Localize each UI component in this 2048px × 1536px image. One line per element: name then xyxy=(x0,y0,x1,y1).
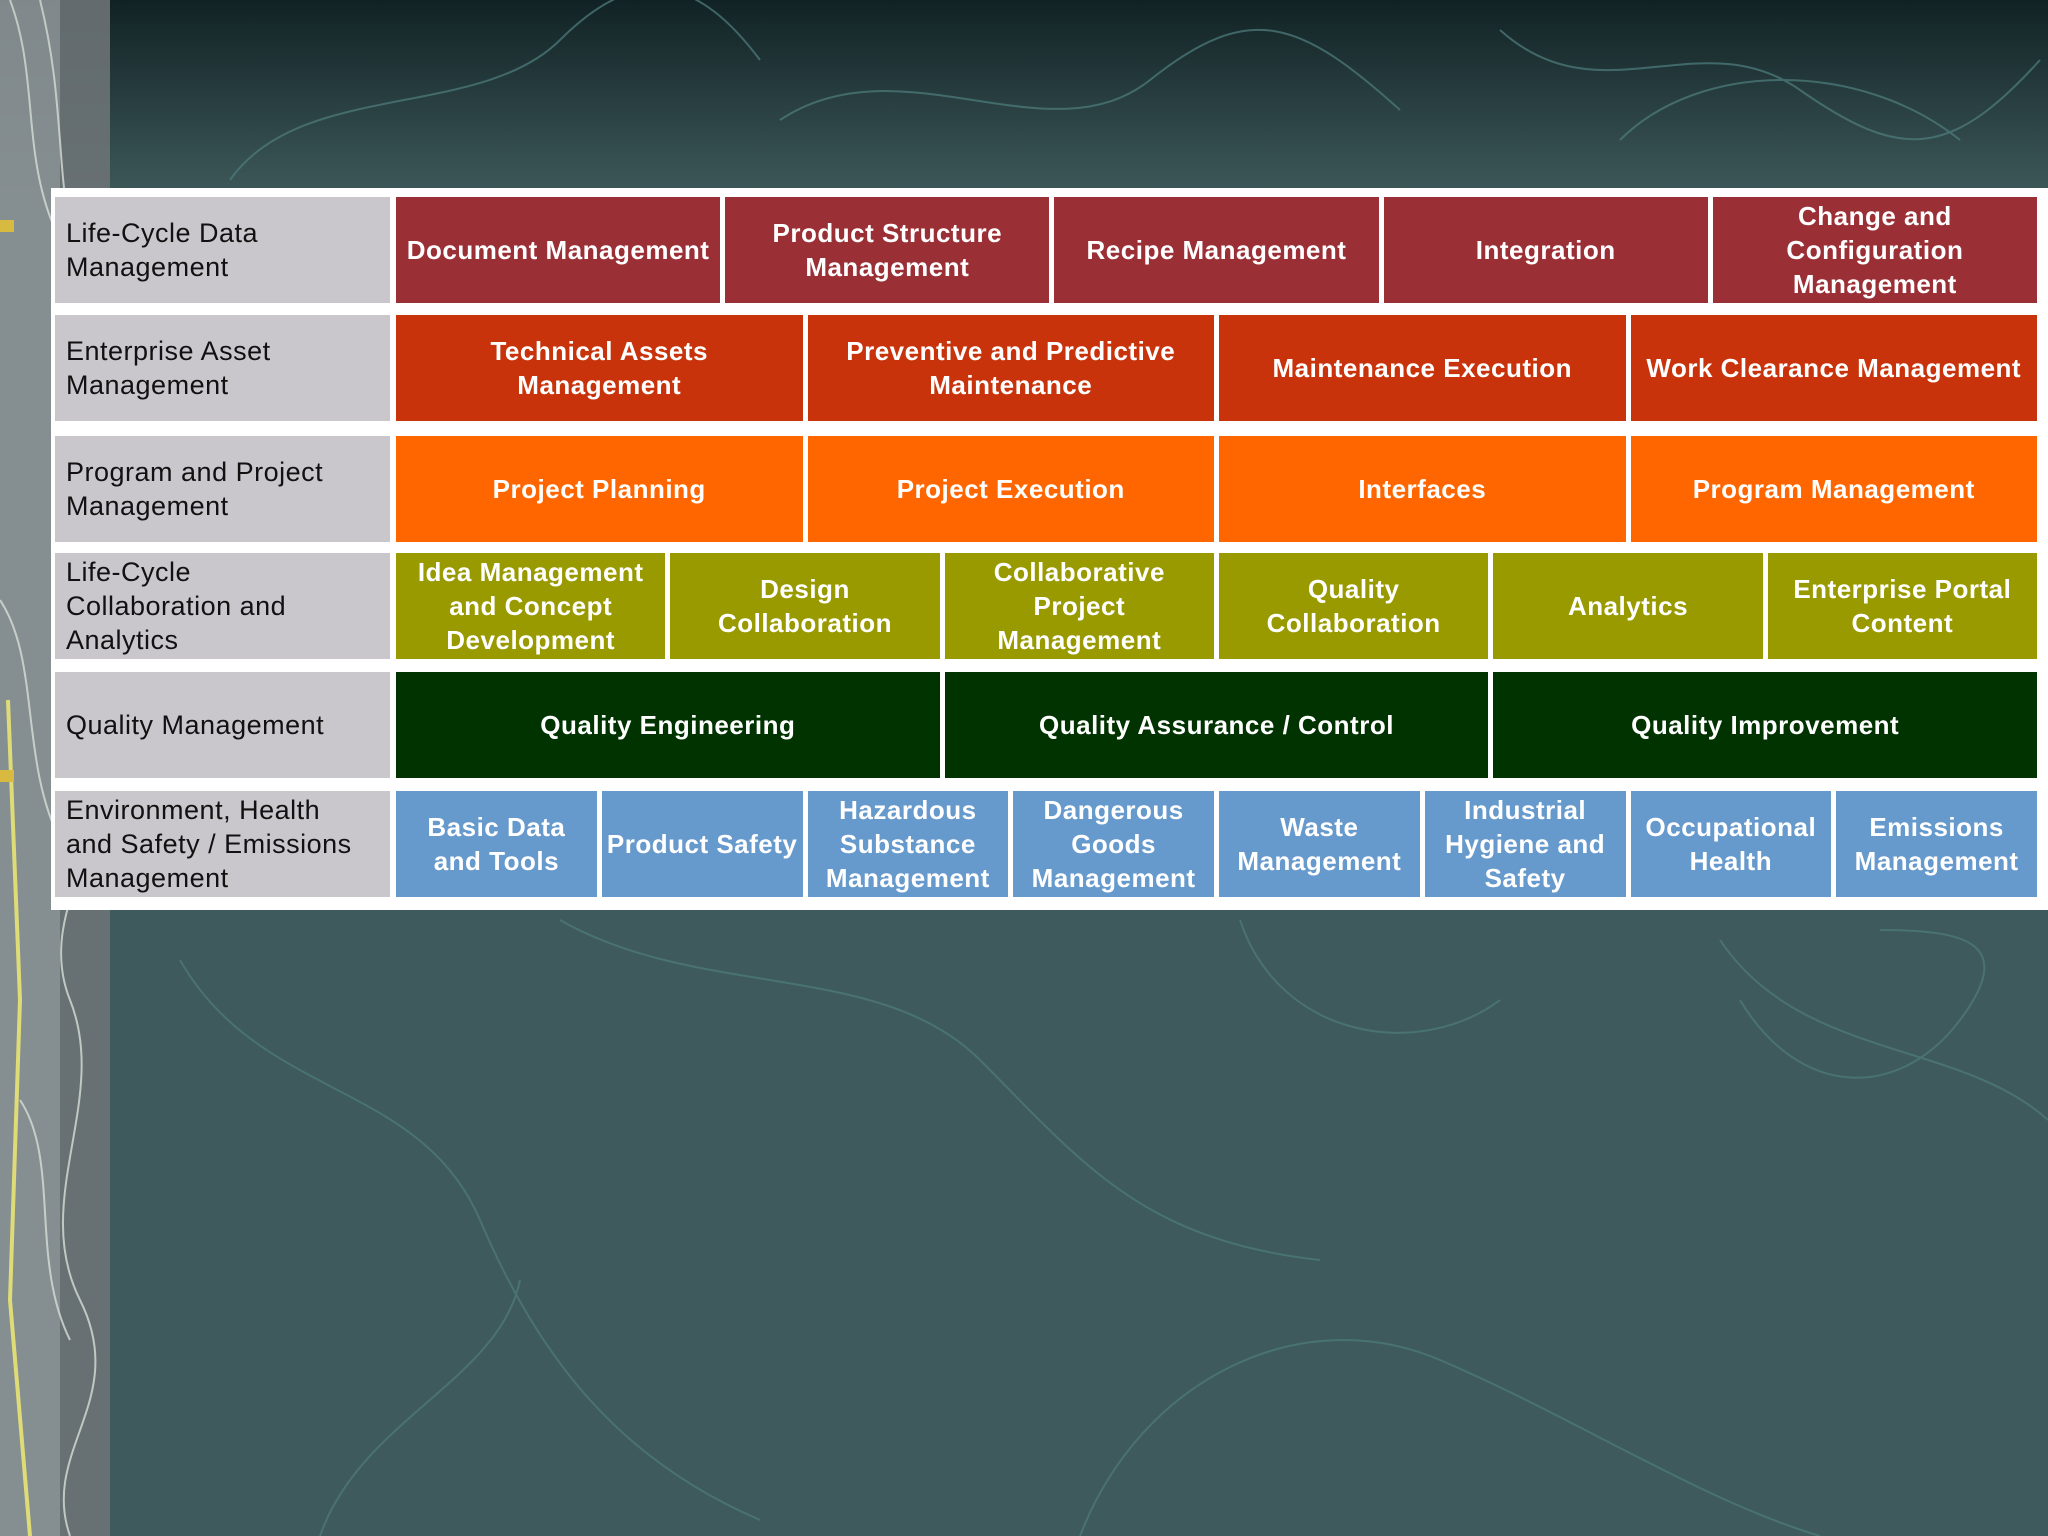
row-label: Quality Management xyxy=(55,672,390,778)
capability-cell: Preventive and Predictive Maintenance xyxy=(807,315,1214,421)
row-label: Program and Project Management xyxy=(55,436,390,542)
capability-cell: Enterprise Portal Content xyxy=(1767,553,2037,659)
matrix-row: Environment, Health and Safety / Emissio… xyxy=(51,791,2048,897)
row-label: Life-Cycle Collaboration and Analytics xyxy=(55,553,390,659)
capability-cell: Basic Data and Tools xyxy=(396,791,597,897)
row-label: Life-Cycle Data Management xyxy=(55,197,390,303)
capability-cell: Technical Assets Management xyxy=(396,315,803,421)
capability-cell: Document Management xyxy=(396,197,721,303)
capability-cell: Product Structure Management xyxy=(725,197,1050,303)
capability-cell: Project Planning xyxy=(396,436,803,542)
capability-cell: Interfaces xyxy=(1219,436,1626,542)
capability-cell: Quality Engineering xyxy=(396,672,940,778)
capability-cell: Waste Management xyxy=(1219,791,1420,897)
capability-cell: Quality Assurance / Control xyxy=(944,672,1489,778)
capability-cell: Change and Configuration Management xyxy=(1712,197,2037,303)
capability-cell: Integration xyxy=(1383,197,1708,303)
capability-cell: Idea Management and Concept Development xyxy=(396,553,666,659)
row-label: Environment, Health and Safety / Emissio… xyxy=(55,791,390,897)
capability-cell: Industrial Hygiene and Safety xyxy=(1424,791,1626,897)
capability-cell: Quality Improvement xyxy=(1493,672,2037,778)
capability-cell: Program Management xyxy=(1630,436,2037,542)
capability-cell: Recipe Management xyxy=(1054,197,1379,303)
capability-cell: Design Collaboration xyxy=(670,553,940,659)
capability-cell: Quality Collaboration xyxy=(1219,553,1489,659)
capability-cell: Project Execution xyxy=(807,436,1214,542)
capability-cell: Dangerous Goods Management xyxy=(1013,791,1214,897)
capability-cell: Hazardous Substance Management xyxy=(807,791,1009,897)
capability-cell: Maintenance Execution xyxy=(1219,315,1626,421)
capability-cell: Analytics xyxy=(1493,553,1763,659)
row-label: Enterprise Asset Management xyxy=(55,315,390,421)
capability-cell: Product Safety xyxy=(601,791,803,897)
capability-cell: Emissions Management xyxy=(1836,791,2037,897)
capability-cell: Collaborative Project Management xyxy=(944,553,1214,659)
capability-cell: Work Clearance Management xyxy=(1630,315,2037,421)
capability-cell: Occupational Health xyxy=(1630,791,1832,897)
